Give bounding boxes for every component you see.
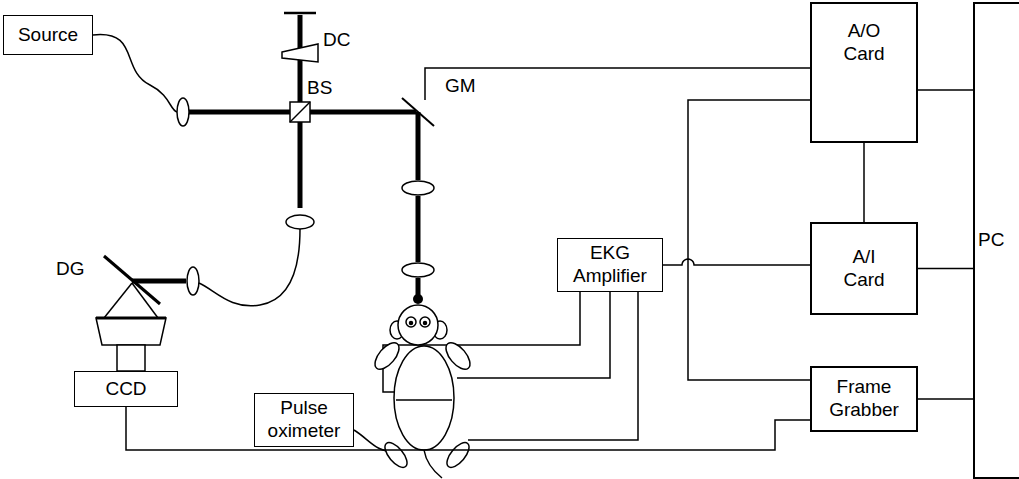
diffraction-grating [104,256,160,304]
beam-splitter [290,102,310,122]
galvo-wire [425,68,810,100]
oximeter-box: Pulse oximeter [254,393,354,447]
output-card-box: A/O Card [810,2,918,143]
camera-mount [117,345,145,371]
dispersed-beam [132,283,158,318]
computer-box: PC [973,2,1019,479]
box-label: PC [978,229,1004,252]
part-label: DG [55,259,86,278]
part-label: GM [444,76,477,95]
box-label: Pulse oximeter [268,397,341,443]
lens [187,267,199,295]
part-label: BS [306,78,333,97]
galvo-mirror [402,98,434,126]
lens [402,263,434,277]
signal-wire [918,268,973,270]
frame-grabber-box: Frame Grabber [810,366,918,432]
camera-lens [96,317,166,320]
lens [177,98,189,126]
reference-mirror [284,12,316,15]
input-card-box: A/I Card [810,222,918,315]
scan-spot [413,294,423,304]
lens [286,215,314,229]
lens [402,181,434,195]
amplifier-box: EKG Amplifier [557,238,663,292]
beam [416,196,421,262]
box-label: CCD [105,378,146,401]
fiber [93,35,177,112]
box-label: Source [18,24,78,47]
beam [132,279,186,284]
signal-wire [918,89,973,91]
box-label: EKG Amplifier [573,242,647,288]
mouse [371,305,475,478]
camera-box: CCD [74,371,178,407]
camera-lens [96,318,166,345]
beam [416,278,421,296]
signal-wire [126,407,810,450]
beam [416,112,421,180]
signal-wire [688,100,810,380]
box-label: A/I Card [843,246,884,292]
signal-wire [863,143,865,222]
ekg-lead [468,290,638,440]
dispersed-beam [104,283,132,318]
signal-wire [663,259,810,265]
fiber [199,229,300,306]
box-label: A/O Card [843,20,884,66]
box-label: Frame Grabber [829,376,899,422]
ekg-lead [457,290,610,378]
dispersion-compensator [282,44,318,62]
part-label: DC [322,30,351,49]
signal-wire [918,398,973,400]
beam-splitter [290,102,310,122]
light-source-box: Source [3,15,93,55]
